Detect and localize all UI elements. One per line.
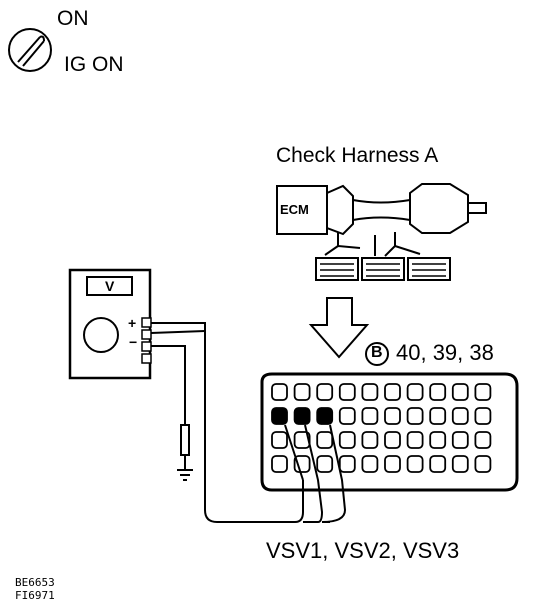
harness-sub-connector-2 [361,257,405,281]
ecm-label: ECM [280,202,309,217]
connector-pin [293,383,311,401]
connector-pin [384,407,401,425]
connector-pin [451,407,469,425]
connector-pin-numbers: 40, 39, 38 [396,340,494,365]
voltmeter-display [86,276,133,296]
ignition-ig-on-label: IG ON [64,53,124,76]
connector-pin [429,431,447,449]
down-arrow-icon [308,297,370,359]
vsv-labels: VSV1, VSV2, VSV3 [266,538,460,563]
probe-vsv1 [284,424,304,481]
connector-pin [429,383,447,401]
connector-pin [429,455,447,473]
connector-pin [406,431,424,449]
voltmeter-minus-label: − [129,334,138,350]
connector-pin [406,455,424,473]
connector-b [260,372,519,492]
connector-pin [451,431,469,449]
ignition-on-label: ON [57,7,89,30]
harness-sub-connector-1 [315,257,359,281]
connector-pin [361,383,379,401]
connector-pin [271,431,288,449]
connector-pin [406,407,424,425]
figure-code-2: FI6971 [15,589,55,602]
ecm-connector-box [276,185,328,235]
connector-pin [316,383,334,401]
connector-pin [451,383,469,401]
connector-pin [293,431,311,449]
voltmeter-dial [83,317,119,353]
negative-lead [151,345,186,425]
voltmeter-plus-label: + [128,315,137,331]
connector-id-letter: B [371,344,383,361]
connector-pin [361,431,379,449]
connector-pin [338,383,356,401]
connector-pin [474,455,492,473]
connector-pin [316,455,334,473]
connector-b-id-circle [365,342,389,366]
voltmeter-icon [68,268,152,380]
connector-pin [338,431,356,449]
connector-pin [361,455,379,473]
connector-pin [271,455,288,473]
connector-pin [429,407,447,425]
ignition-key-icon [8,28,52,72]
probe-vsv2 [304,424,324,523]
connector-pin [406,383,424,401]
test-leads [150,322,347,523]
harness-plug-right [409,183,469,234]
connector-pin-probed [271,407,288,425]
harness-sub-connector-3 [407,257,451,281]
ground-icon [177,424,193,481]
figure-code-1: BE6653 [15,576,55,589]
connector-pin [384,383,401,401]
connector-pin [338,407,356,425]
connector-pin [316,431,334,449]
connector-pin [474,383,492,401]
connector-pin [271,383,288,401]
check-harness [276,183,487,281]
connector-pin-probed [316,407,334,425]
connector-pin [474,431,492,449]
connector-pin [361,407,379,425]
connector-pin [451,455,469,473]
harness-title: Check Harness A [276,144,439,167]
connector-pin-probed [293,407,311,425]
harness-plug-left [326,184,354,236]
voltmeter-display-label: V [105,278,115,294]
connector-pin [338,455,356,473]
positive-lead [151,322,304,523]
connector-pin [474,407,492,425]
connector-pin [384,431,401,449]
connector-pin [384,455,401,473]
